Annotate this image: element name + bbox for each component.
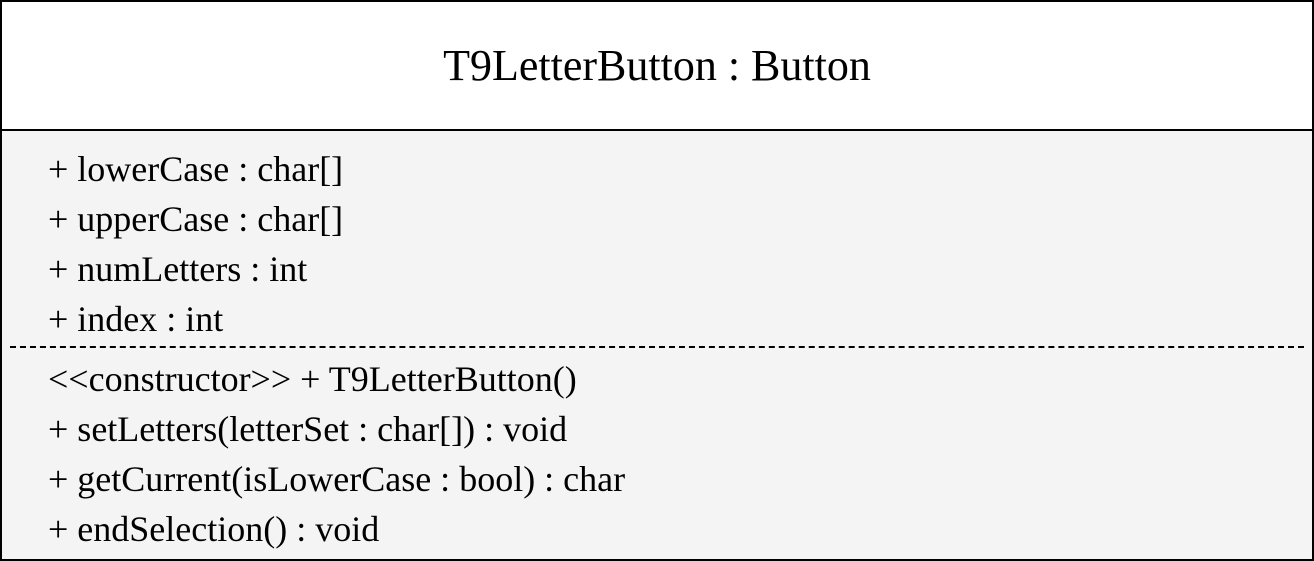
operation-endselection: + endSelection() : void <box>48 509 380 549</box>
compartment-separator <box>10 346 1304 348</box>
attribute-index: + index : int <box>48 299 224 339</box>
operation-setletters: + setLetters(letterSet : char[]) : void <box>48 409 568 449</box>
class-header: T9LetterButton : Button <box>2 2 1312 131</box>
operation-constructor: <<constructor>> + T9LetterButton() <box>48 359 577 399</box>
operations-compartment: <<constructor>> + T9LetterButton() + set… <box>2 354 1312 554</box>
attribute-uppercase: + upperCase : char[] <box>48 199 344 239</box>
attribute-lowercase: + lowerCase : char[] <box>48 149 344 189</box>
attributes-compartment: + lowerCase : char[] + upperCase : char[… <box>2 144 1312 344</box>
attribute-numletters: + numLetters : int <box>48 249 308 289</box>
class-name: T9LetterButton : Button <box>443 40 871 90</box>
operation-getcurrent: + getCurrent(isLowerCase : bool) : char <box>48 459 626 499</box>
